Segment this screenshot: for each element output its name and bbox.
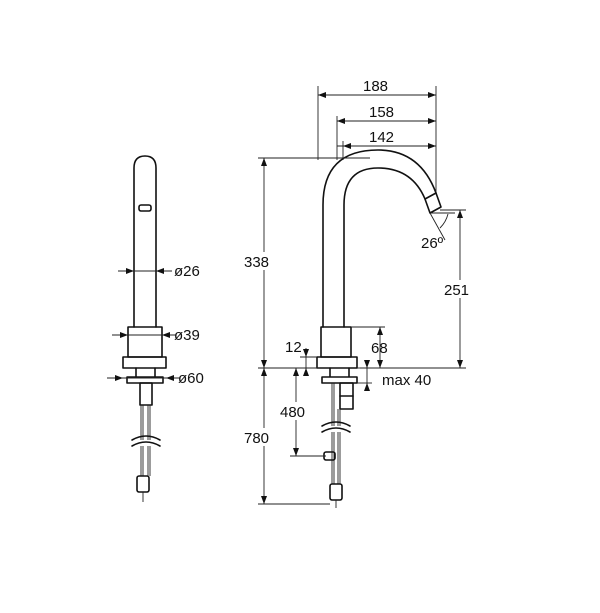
- base-thickness-label: 12: [285, 339, 302, 356]
- dim-reach-inner: 142: [337, 129, 436, 160]
- dim-body-diameter: ø39: [112, 327, 200, 344]
- dim-base-diameter: ø60: [107, 370, 204, 387]
- side-body: [127, 326, 163, 358]
- front-spout: [322, 149, 437, 328]
- spout-angle-label: 26º: [421, 235, 444, 252]
- dim-hose-length-short: 480: [277, 368, 326, 457]
- dim-base-thickness: 12: [285, 339, 317, 376]
- side-nut: [139, 382, 153, 406]
- side-connector: [136, 475, 150, 493]
- dim-height-above-deck: 338: [242, 157, 370, 369]
- side-fixing: [126, 367, 164, 384]
- side-break: [131, 435, 161, 447]
- height-above-deck-label: 338: [244, 254, 269, 271]
- front-connector: [329, 483, 343, 501]
- base-height-label: 68: [371, 340, 388, 357]
- reach-inner-label: 142: [369, 129, 394, 146]
- side-base: [122, 356, 167, 369]
- side-hoses: [140, 405, 151, 476]
- dim-spout-angle: 26º: [421, 212, 455, 252]
- max-deck-thickness-label: max 40: [382, 372, 431, 389]
- side-view: ø26 ø39 ø60: [107, 155, 204, 502]
- front-base: [316, 356, 358, 369]
- front-hoses: [331, 383, 341, 484]
- reach-total-label: 188: [363, 78, 388, 95]
- hose-length-total-label: 780: [244, 430, 269, 447]
- dim-hose-length-total: 780: [242, 368, 330, 505]
- body-diameter-label: ø39: [174, 327, 200, 344]
- dim-outlet-height: 251: [360, 209, 481, 369]
- front-fixing: [321, 367, 358, 384]
- spout-diameter-label: ø26: [174, 263, 200, 280]
- front-outlet: [424, 192, 442, 214]
- front-view: 188 158 142 338: [242, 78, 481, 508]
- dim-reach-total: 188: [317, 78, 437, 192]
- dim-base-height: 68: [351, 326, 388, 368]
- base-diameter-label: ø60: [178, 370, 204, 387]
- front-body: [320, 326, 352, 358]
- dim-spout-diameter: ø26: [118, 263, 200, 280]
- dim-reach-mid: 158: [336, 104, 436, 160]
- reach-mid-label: 158: [369, 104, 394, 121]
- hose-length-short-label: 480: [280, 404, 305, 421]
- side-aerator: [138, 204, 152, 212]
- front-break: [321, 421, 351, 433]
- side-spout: [133, 155, 157, 328]
- outlet-height-label: 251: [444, 282, 469, 299]
- dim-max-deck-thickness: max 40: [357, 360, 431, 391]
